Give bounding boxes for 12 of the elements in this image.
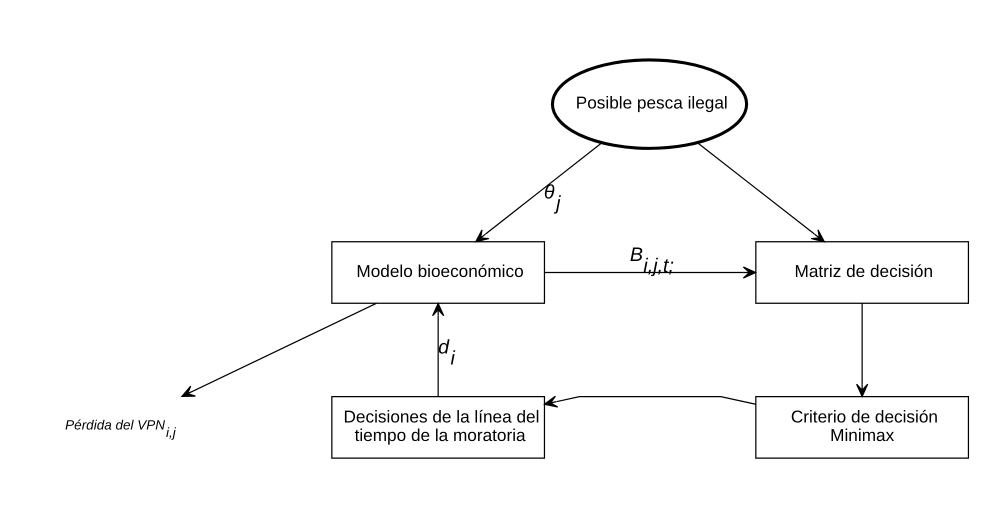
arrow xyxy=(856,303,868,398)
arrow xyxy=(544,266,756,279)
node-ellipse: Posible pesca ilegal xyxy=(550,58,748,150)
arrow xyxy=(544,396,756,408)
node-box: Matriz de decisión xyxy=(755,241,970,304)
node-box: Criterio de decisión Minimax xyxy=(755,396,970,459)
arrow xyxy=(697,142,825,242)
arrow xyxy=(475,142,602,242)
arrow xyxy=(181,302,377,397)
node-box: Decisiones de la línea del tiempo de la moratoria xyxy=(331,396,546,459)
node-box: Modelo bioeconómico xyxy=(331,241,546,304)
arrow xyxy=(432,302,444,396)
